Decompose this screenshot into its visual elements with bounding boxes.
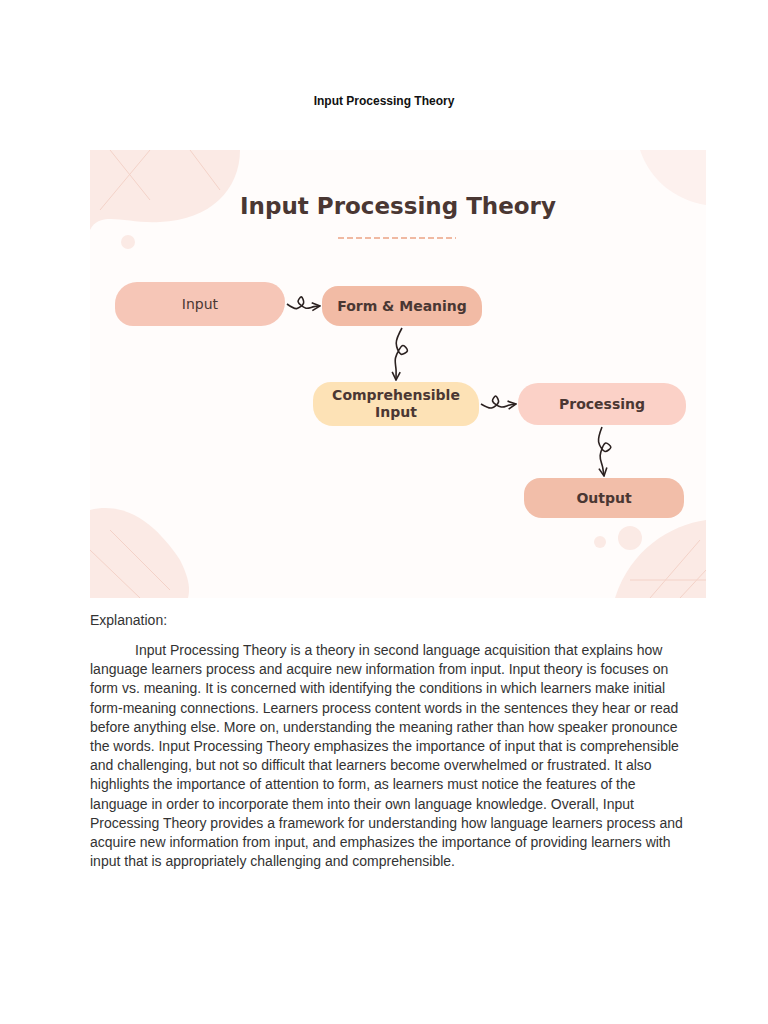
curly-arrow bbox=[599, 427, 611, 476]
process-box: Comprehensible Input bbox=[313, 382, 479, 426]
title-underline bbox=[338, 237, 456, 239]
curly-arrow bbox=[287, 297, 320, 309]
corner-blob bbox=[90, 508, 189, 598]
box-label: Form & Meaning bbox=[337, 298, 467, 315]
corner-blob bbox=[640, 150, 706, 205]
figure-ground bbox=[90, 150, 706, 598]
curly-arrow bbox=[481, 396, 516, 408]
body-paragraph-box: Input Processing Theory is a theory in s… bbox=[90, 641, 684, 871]
process-box: Processing bbox=[518, 383, 686, 425]
figure-title: Input Processing Theory bbox=[90, 193, 706, 219]
title-box: Input Processing Theory bbox=[0, 94, 768, 108]
corner-grid bbox=[630, 540, 706, 598]
process-box: Input bbox=[115, 282, 285, 326]
deco-dot bbox=[618, 526, 642, 550]
process-box: Output bbox=[524, 478, 684, 518]
deco-dot bbox=[594, 536, 606, 548]
section-heading-box: Explanation: bbox=[90, 612, 390, 628]
box-label: Output bbox=[576, 490, 631, 507]
box-label: Input bbox=[182, 296, 218, 313]
corner-blob bbox=[90, 150, 240, 230]
corner-grid bbox=[90, 530, 170, 598]
deco-dot bbox=[121, 235, 135, 249]
corner-blob bbox=[615, 520, 706, 598]
box-label: Comprehensible Input bbox=[331, 387, 461, 421]
figure-title-box: Input Processing Theory bbox=[90, 193, 706, 219]
section-heading: Explanation: bbox=[90, 612, 390, 628]
body-paragraph: Input Processing Theory is a theory in s… bbox=[90, 641, 684, 871]
page-title: Input Processing Theory bbox=[0, 94, 768, 108]
box-label: Processing bbox=[559, 396, 645, 413]
process-box: Form & Meaning bbox=[322, 286, 482, 326]
curly-arrow bbox=[395, 328, 407, 380]
corner-grid bbox=[100, 150, 220, 210]
